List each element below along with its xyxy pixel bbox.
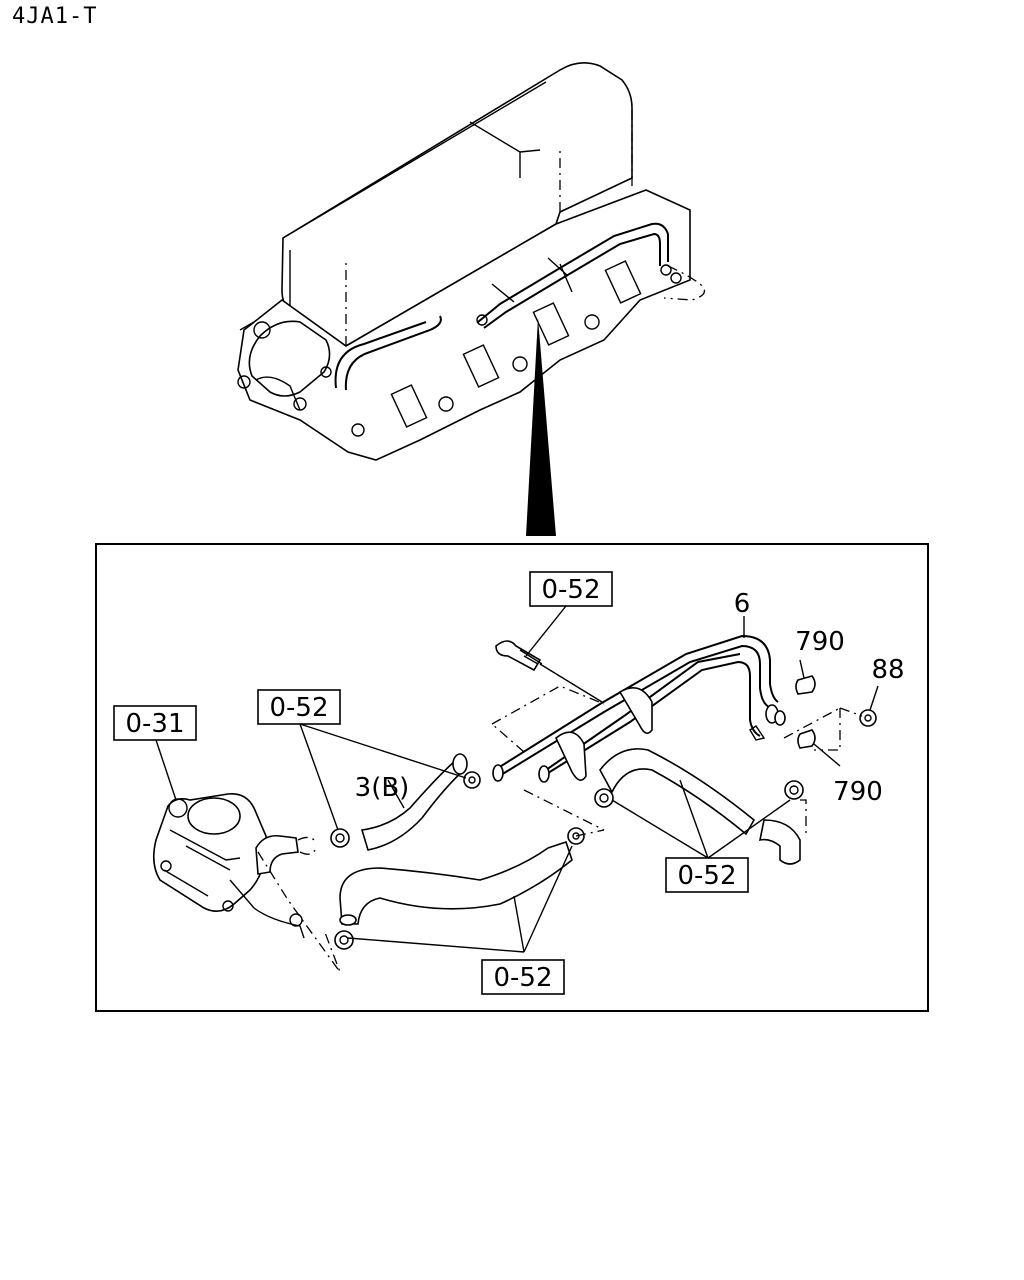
ref-label-right: 0-52 bbox=[677, 861, 736, 891]
rubber-caps bbox=[795, 675, 816, 749]
ref-label-mid: 0-52 bbox=[269, 693, 328, 723]
water-pipe-assembly bbox=[492, 634, 786, 783]
part-number-790-upper: 790 bbox=[795, 627, 845, 657]
ref-label-top: 0-52 bbox=[541, 575, 600, 605]
ref-box-left: 0-31 bbox=[113, 705, 197, 741]
leader-lines bbox=[155, 605, 879, 973]
page-title: 4JA1-T bbox=[12, 4, 98, 29]
ref-label-bottom: 0-52 bbox=[493, 963, 552, 993]
lower-hose bbox=[339, 840, 573, 926]
ref-label-left: 0-31 bbox=[125, 709, 184, 739]
engine-head-assembly bbox=[237, 62, 706, 461]
ref-box-top: 0-52 bbox=[529, 571, 613, 607]
ref-box-right: 0-52 bbox=[665, 857, 749, 893]
bypass-hose bbox=[599, 748, 801, 865]
part-number-3b: 3(B) bbox=[355, 773, 410, 803]
part-number-6: 6 bbox=[734, 589, 751, 619]
part-number-88: 88 bbox=[871, 655, 904, 685]
part-number-790-lower: 790 bbox=[833, 777, 883, 807]
detail-pointer bbox=[526, 318, 556, 536]
ref-box-mid: 0-52 bbox=[257, 689, 341, 725]
hose-3b bbox=[360, 753, 468, 851]
ref-box-bottom: 0-52 bbox=[481, 959, 565, 995]
hose-clamps bbox=[330, 709, 877, 950]
detail-frame bbox=[95, 543, 929, 1012]
water-outlet-housing bbox=[152, 792, 317, 939]
